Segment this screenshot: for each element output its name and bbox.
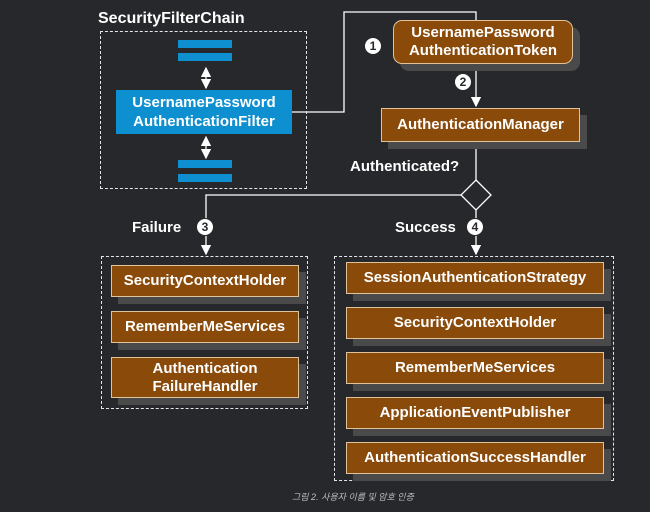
decision-label: Authenticated?	[350, 158, 460, 175]
filter-placeholder-bar	[178, 174, 232, 182]
step-badge-1: 1	[364, 37, 382, 55]
authentication-failure-handler[interactable]: Authentication FailureHandler	[111, 357, 299, 398]
session-authentication-strategy[interactable]: SessionAuthenticationStrategy	[346, 262, 604, 294]
success-remember-me-services[interactable]: RememberMeServices	[346, 352, 604, 384]
authentication-success-handler[interactable]: AuthenticationSuccessHandler	[346, 442, 604, 474]
figure-caption: 그림 2. 사용자 이름 및 암호 인증	[292, 492, 414, 502]
decision-diamond	[460, 179, 492, 211]
filter-placeholder-bar	[178, 53, 232, 61]
step-badge-3: 3	[196, 218, 214, 236]
authentication-manager-box[interactable]: AuthenticationManager	[381, 108, 580, 142]
filter-placeholder-bar	[178, 40, 232, 48]
success-security-context-holder[interactable]: SecurityContextHolder	[346, 307, 604, 339]
security-filter-chain-title: SecurityFilterChain	[98, 10, 245, 27]
security-filter-chain-container	[100, 31, 307, 189]
failure-remember-me-services[interactable]: RememberMeServices	[111, 311, 299, 343]
step-badge-2: 2	[454, 73, 472, 91]
failure-label: Failure	[132, 219, 182, 236]
application-event-publisher[interactable]: ApplicationEventPublisher	[346, 397, 604, 429]
step-badge-4: 4	[466, 218, 484, 236]
failure-container	[101, 256, 308, 409]
failure-security-context-holder[interactable]: SecurityContextHolder	[111, 265, 299, 297]
authentication-filter-box[interactable]: UsernamePassword AuthenticationFilter	[116, 90, 292, 134]
filter-to-token-connector	[286, 11, 477, 113]
success-container	[334, 256, 614, 481]
filter-placeholder-bar	[178, 160, 232, 168]
authentication-token-box[interactable]: UsernamePassword AuthenticationToken	[393, 20, 573, 64]
success-label: Success	[395, 219, 456, 236]
